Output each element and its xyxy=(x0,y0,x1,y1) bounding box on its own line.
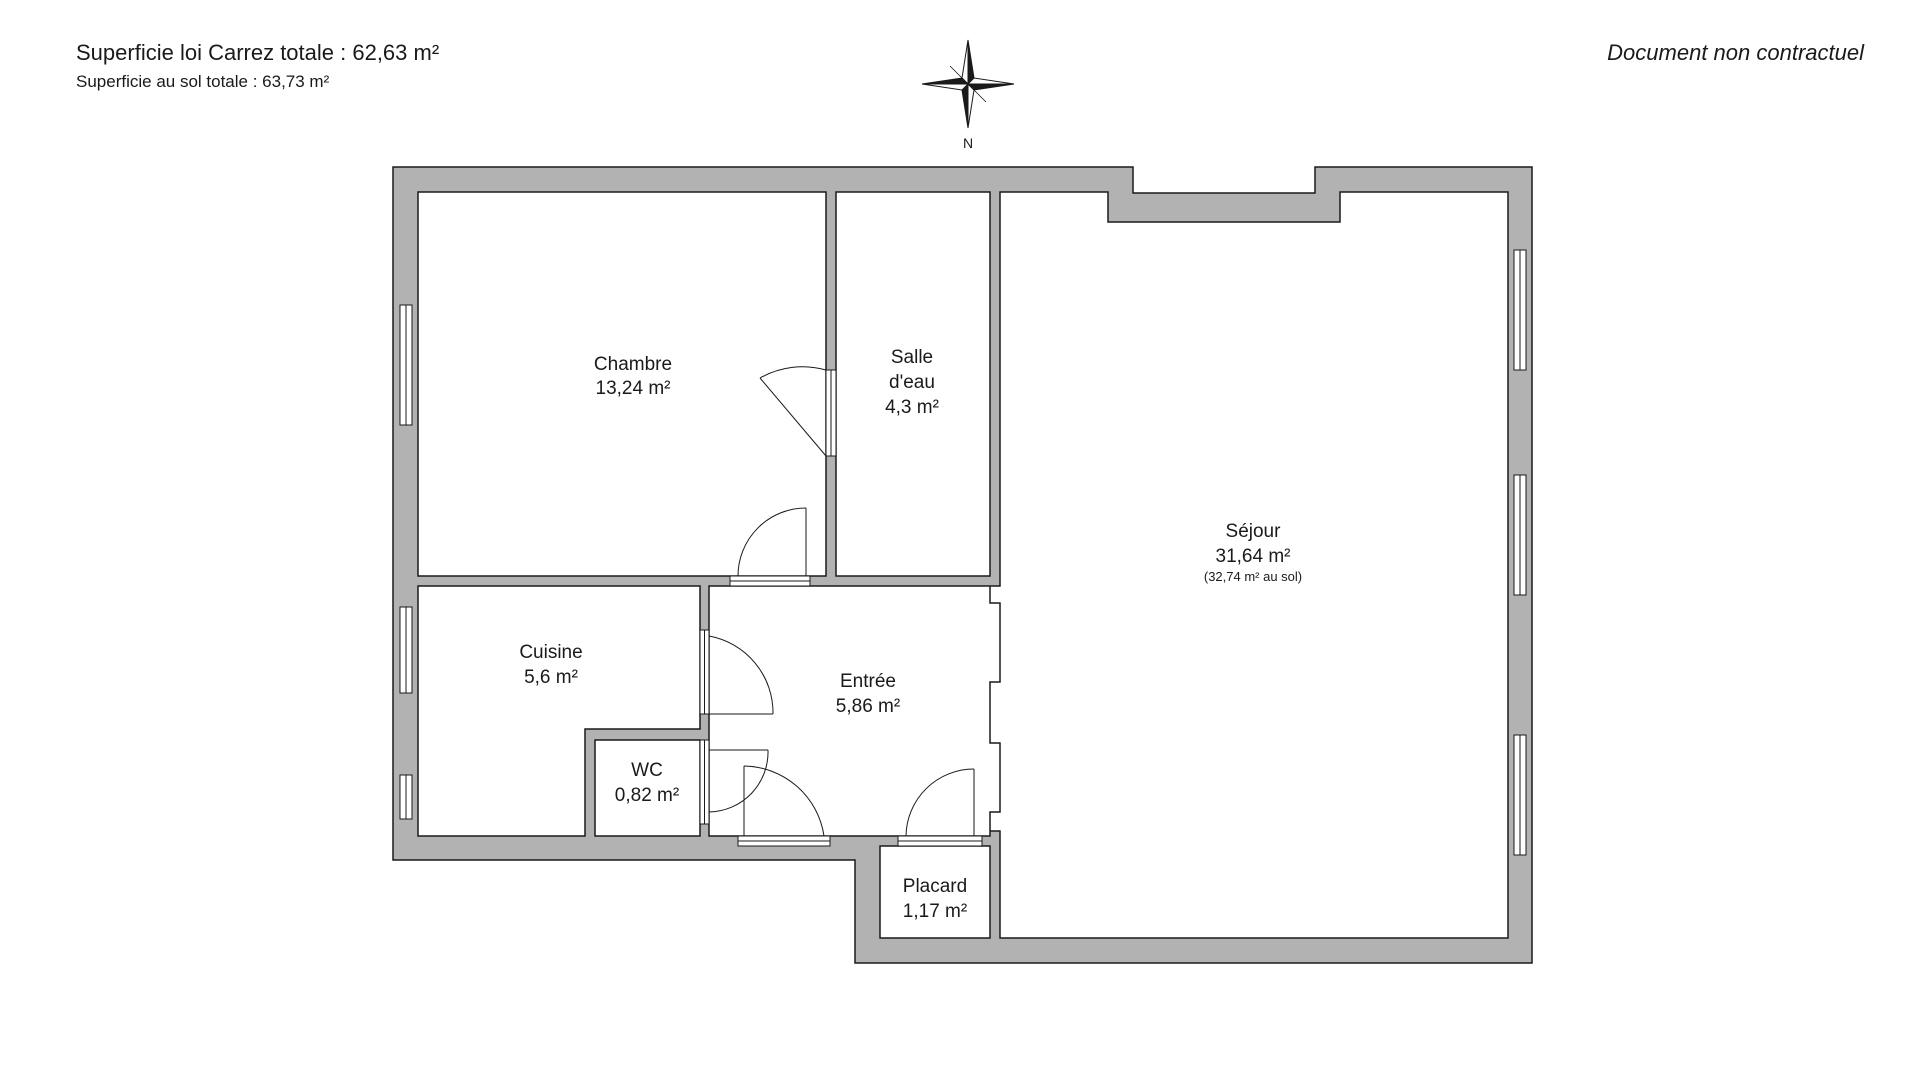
window-cuisine xyxy=(399,606,413,694)
door-cuisine xyxy=(699,629,774,715)
room-cuisine-name: Cuisine xyxy=(519,642,582,663)
room-sejour-floor-area: (32,74 m² au sol) xyxy=(1204,569,1302,584)
total-carrez-area: Superficie loi Carrez totale : 62,63 m² xyxy=(76,40,440,65)
room-chambre-name: Chambre xyxy=(594,354,672,375)
door-chambre xyxy=(729,507,811,587)
room-sejour-area: 31,64 m² xyxy=(1216,546,1291,567)
room-wc-area: 0,82 m² xyxy=(615,785,679,806)
north-label: N xyxy=(963,135,973,151)
door-chambre-salle-eau xyxy=(759,366,837,457)
window-sejour-1 xyxy=(1513,249,1527,371)
room-salle-eau-name-1: Salle xyxy=(891,347,933,368)
window-sejour-2 xyxy=(1513,474,1527,596)
door-placard xyxy=(897,768,983,847)
disclaimer: Document non contractuel xyxy=(1607,40,1864,65)
room-chambre-area: 13,24 m² xyxy=(596,378,671,399)
window-cuisine-small xyxy=(399,774,413,820)
door-wc xyxy=(699,739,769,825)
walls xyxy=(392,166,1533,964)
room-salle-eau-name-2: d'eau xyxy=(889,372,935,393)
room-wc-name: WC xyxy=(631,760,663,781)
room-entree-area: 5,86 m² xyxy=(836,696,900,717)
compass-rose-icon xyxy=(921,39,1015,129)
room-placard-name: Placard xyxy=(903,876,967,897)
total-floor-area: Superficie au sol totale : 63,73 m² xyxy=(76,72,330,91)
door-entree xyxy=(737,765,831,847)
room-cuisine-area: 5,6 m² xyxy=(524,667,578,688)
room-salle-eau-area: 4,3 m² xyxy=(885,397,939,418)
window-sejour-3 xyxy=(1513,734,1527,856)
room-sejour-name: Séjour xyxy=(1226,521,1282,542)
room-placard-area: 1,17 m² xyxy=(903,901,967,922)
room-entree-name: Entrée xyxy=(840,671,896,692)
window-chambre xyxy=(399,304,413,426)
